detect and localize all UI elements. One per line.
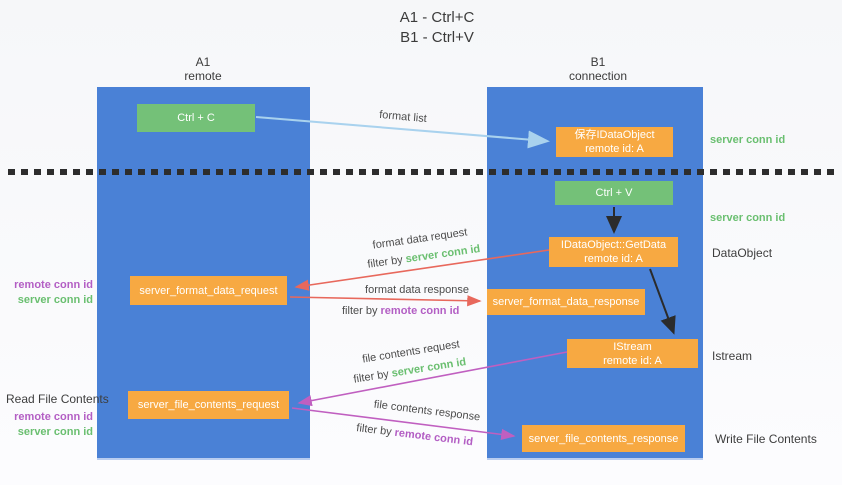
column-b1-name: B1 bbox=[590, 55, 606, 69]
ctrl-c-box: Ctrl + C bbox=[137, 104, 255, 132]
column-header-a1: A1 remote bbox=[148, 55, 258, 83]
ctrl-v-label: Ctrl + V bbox=[595, 187, 633, 199]
title-line-2: B1 - Ctrl+V bbox=[400, 29, 474, 46]
format-data-response-arrow bbox=[289, 295, 482, 307]
save-idataobject-line2: remote id: A bbox=[585, 143, 644, 155]
write-file-contents-label: Write File Contents bbox=[715, 432, 817, 446]
right-server-conn-id-mid: server conn id bbox=[710, 212, 786, 224]
save-idataobject-box: 保存IDataObject remote id: A bbox=[556, 127, 673, 157]
left-remote-conn-id-bottom: remote conn id bbox=[14, 411, 93, 423]
server-file-contents-request-box: server_file_contents_request bbox=[128, 391, 289, 419]
left-server-conn-id-bottom: server conn id bbox=[17, 426, 93, 438]
left-remote-conn-id-top: remote conn id bbox=[14, 279, 93, 291]
ctrl-v-box: Ctrl + V bbox=[555, 181, 673, 205]
server-format-data-response-box: server_format_data_response bbox=[487, 289, 645, 315]
format-data-response-label: format data response bbox=[365, 284, 469, 296]
column-a1-subtitle: remote bbox=[184, 69, 222, 83]
idataobject-getdata-box: IDataObject::GetData remote id: A bbox=[549, 237, 678, 267]
column-header-b1: B1 connection bbox=[543, 55, 653, 83]
file-response-filter-label: filter by remote conn id bbox=[355, 422, 474, 449]
server-format-data-request-label: server_format_data_request bbox=[139, 284, 278, 297]
istream-box: IStream remote id: A bbox=[567, 339, 698, 368]
column-b1-subtitle: connection bbox=[568, 69, 628, 83]
istream-line1: IStream bbox=[613, 340, 652, 353]
left-conn-id-stack-top: remote conn id server conn id bbox=[0, 278, 93, 308]
diagram-title: A1 - Ctrl+C B1 - Ctrl+V bbox=[337, 8, 537, 48]
file-contents-response-label: file contents response bbox=[373, 398, 481, 424]
server-format-data-request-box: server_format_data_request bbox=[130, 276, 287, 305]
server-file-contents-response-label: server_file_contents_response bbox=[528, 432, 679, 445]
server-file-contents-request-label: server_file_contents_request bbox=[137, 399, 280, 411]
istream-side-label: Istream bbox=[712, 349, 753, 363]
format-response-filter-label: filter by remote conn id bbox=[342, 305, 460, 317]
istream-line2: remote id: A bbox=[603, 354, 662, 367]
column-a1-name: A1 bbox=[195, 55, 211, 69]
left-conn-id-stack-bottom: remote conn id server conn id bbox=[0, 410, 93, 440]
server-format-data-response-label: server_format_data_response bbox=[492, 296, 640, 308]
save-idataobject-line1: 保存IDataObject bbox=[574, 129, 655, 141]
idataobject-getdata-line1: IDataObject::GetData bbox=[560, 239, 667, 251]
left-server-conn-id-top: server conn id bbox=[17, 294, 93, 306]
title-line-1: A1 - Ctrl+C bbox=[399, 9, 475, 26]
dataobject-label: DataObject bbox=[712, 246, 773, 260]
dotted-divider-line bbox=[8, 169, 834, 175]
server-file-contents-response-box: server_file_contents_response bbox=[522, 425, 685, 452]
ctrl-c-label: Ctrl + C bbox=[177, 112, 215, 124]
right-server-conn-id-top: server conn id bbox=[710, 134, 786, 146]
format-list-label: format list bbox=[378, 108, 428, 126]
read-file-contents-label: Read File Contents bbox=[6, 392, 109, 406]
idataobject-getdata-line2: remote id: A bbox=[584, 253, 643, 265]
